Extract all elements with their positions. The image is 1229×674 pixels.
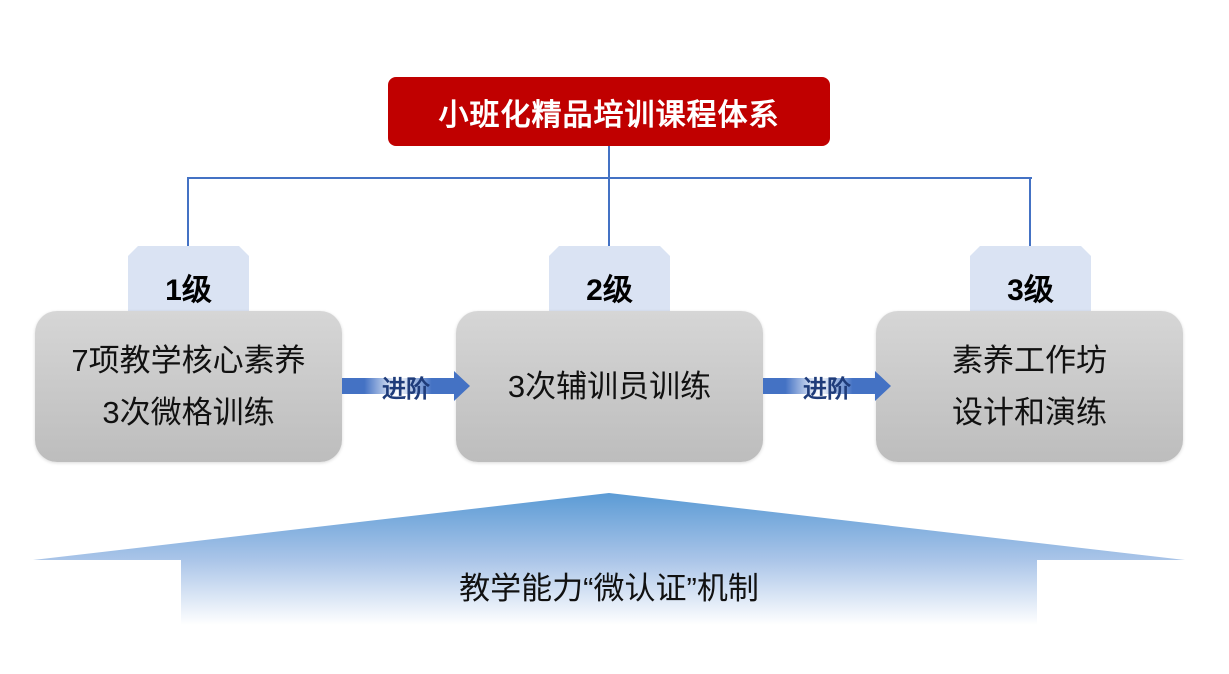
level-2-tab: 2级	[549, 246, 670, 316]
advance-label: 进阶	[803, 375, 851, 403]
level-3-tab: 3级	[970, 246, 1091, 316]
advance-arrow-1: 进阶	[342, 371, 470, 403]
connector-line	[187, 177, 1032, 179]
arrow-head-icon	[454, 371, 470, 401]
level-3-line-1: 素养工作坊	[952, 342, 1107, 378]
advance-arrow-2: 进阶	[763, 371, 891, 403]
foundation-arrow-shape	[33, 493, 1185, 625]
advance-label: 进阶	[382, 375, 430, 403]
level-3-line-2: 设计和演练	[952, 394, 1107, 430]
arrow-head-icon	[875, 371, 891, 401]
level-1-box: 7项教学核心素养 3次微格训练	[35, 311, 342, 462]
level-2-line-1: 3次辅训员训练	[507, 368, 712, 404]
foundation-label: 教学能力“微认证”机制	[459, 570, 759, 606]
level-1-line-1: 7项教学核心素养	[71, 342, 306, 378]
arrow-shaft	[763, 378, 875, 394]
level-2-box: 3次辅训员训练	[456, 311, 763, 462]
level-1-tab: 1级	[128, 246, 249, 316]
arrow-shaft	[342, 378, 454, 394]
level-3-box: 素养工作坊 设计和演练	[876, 311, 1183, 462]
level-1-line-2: 3次微格训练	[102, 394, 275, 430]
connector-line	[1029, 177, 1031, 246]
diagram-title: 小班化精品培训课程体系	[388, 77, 830, 146]
connector-line	[608, 146, 610, 246]
connector-line	[187, 177, 189, 246]
